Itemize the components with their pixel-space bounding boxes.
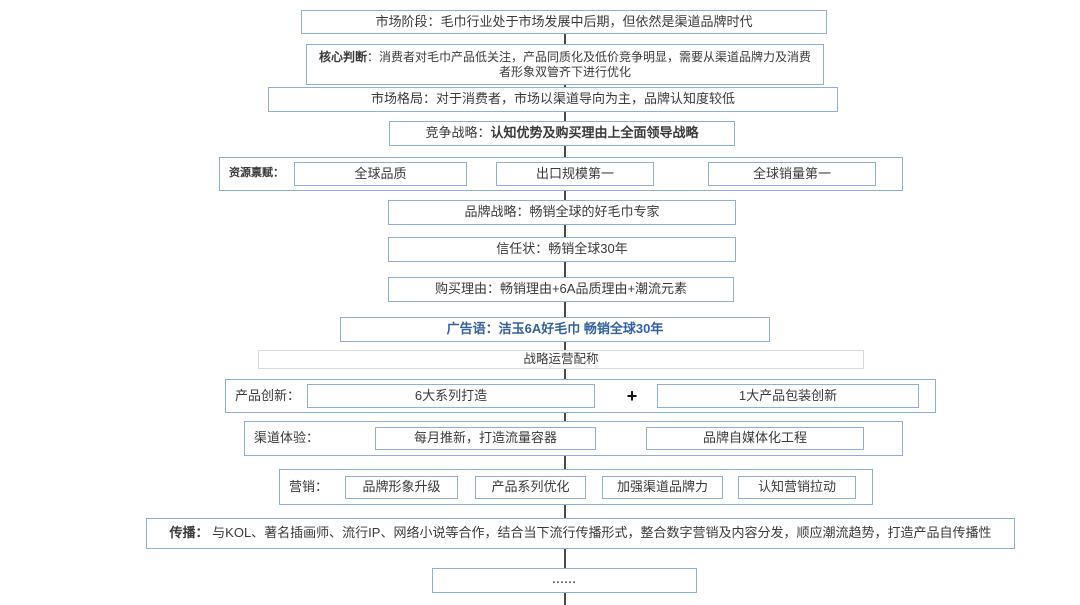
resource-item-global-quality: 全球品质 [294,162,467,186]
marketing-item-cognitive-pull: 认知营销拉动 [738,476,856,499]
communication-label: 传播： [169,525,209,541]
slogan-text: 广告语：洁玉6A好毛巾 畅销全球30年 [446,321,664,337]
marketing-item-brand-image: 品牌形象升级 [345,476,458,499]
core-judgment-text: 核心判断：消费者对毛巾产品低关注，产品同质化及低价竞争明显，需要从渠道品牌力及消… [317,50,813,80]
product-item-series: 6大系列打造 [307,384,595,408]
channel-experience-label: 渠道体验： [254,430,320,446]
communication-text: 传播： 与KOL、著名插画师、流行IP、网络小说等合作，结合当下流行传播形式，整… [170,525,992,541]
brand-strategy-text: 品牌战略：畅销全球的好毛巾专家 [464,204,660,220]
competition-strategy-text: 竞争战略：认知优势及购买理由上全面领导战略 [425,125,698,141]
market-pattern-box: 市场格局：对于消费者，市场以渠道导向为主，品牌认知度较低 [268,87,838,112]
ellipsis-text: ...... [552,573,577,586]
marketing-item-product-series: 产品系列优化 [475,476,586,499]
operations-title-text: 战略运营配称 [523,351,599,366]
ellipsis-box: ...... [432,568,697,593]
core-judgment-box: 核心判断：消费者对毛巾产品低关注，产品同质化及低价竞争明显，需要从渠道品牌力及消… [306,44,824,85]
market-pattern-text: 市场格局：对于消费者，市场以渠道导向为主，品牌认知度较低 [370,91,735,107]
slogan-box: 广告语：洁玉6A好毛巾 畅销全球30年 [340,317,770,342]
communication-body: 与KOL、著名插画师、流行IP、网络小说等合作，结合当下流行传播形式，整合数字营… [212,525,992,541]
plus-sign: + [626,385,638,406]
market-stage-box: 市场阶段：毛巾行业处于市场发展中后期，但依然是渠道品牌时代 [301,10,827,34]
trust-letter-box: 信任状：畅销全球30年 [388,237,736,262]
core-judgment-body: ：消费者对毛巾产品低关注，产品同质化及低价竞争明显，需要从渠道品牌力及消费者形象… [367,49,812,79]
resources-group-box: 资源禀赋： 全球品质 出口规模第一 全球销量第一 [219,157,903,191]
product-item-packaging: 1大产品包装创新 [657,384,919,408]
resource-item-global-sales: 全球销量第一 [708,162,876,186]
resources-label: 资源禀赋： [229,167,284,180]
marketing-group-box: 营销： 品牌形象升级 产品系列优化 加强渠道品牌力 认知营销拉动 [279,469,873,505]
purchase-reason-box: 购买理由：畅销理由+6A品质理由+潮流元素 [388,277,734,302]
market-stage-text: 市场阶段：毛巾行业处于市场发展中后期，但依然是渠道品牌时代 [375,13,753,29]
marketing-item-channel-brand: 加强渠道品牌力 [602,476,723,499]
purchase-reason-text: 购买理由：畅销理由+6A品质理由+潮流元素 [434,281,688,297]
communication-box: 传播： 与KOL、著名插画师、流行IP、网络小说等合作，结合当下流行传播形式，整… [146,518,1015,549]
competition-strategy-bold: 认知优势及购买理由上全面领导战略 [490,125,699,141]
marketing-label: 营销： [289,478,329,494]
channel-experience-group-box: 渠道体验： 每月推新，打造流量容器 品牌自媒体化工程 [244,421,903,456]
trust-letter-text: 信任状：畅销全球30年 [496,241,628,257]
competition-strategy-label: 竞争战略： [425,125,491,141]
channel-item-monthly-new: 每月推新，打造流量容器 [375,427,596,450]
product-innovation-group-box: 产品创新： 6大系列打造 + 1大产品包装创新 [225,379,936,413]
operations-title-box: 战略运营配称 [258,350,864,369]
channel-item-self-media: 品牌自媒体化工程 [646,427,864,450]
product-innovation-label: 产品创新： [235,387,301,403]
brand-strategy-box: 品牌战略：畅销全球的好毛巾专家 [388,200,736,225]
competition-strategy-box: 竞争战略：认知优势及购买理由上全面领导战略 [389,121,735,146]
resource-item-export-scale: 出口规模第一 [496,162,654,186]
core-judgment-label: 核心判断 [318,49,367,64]
